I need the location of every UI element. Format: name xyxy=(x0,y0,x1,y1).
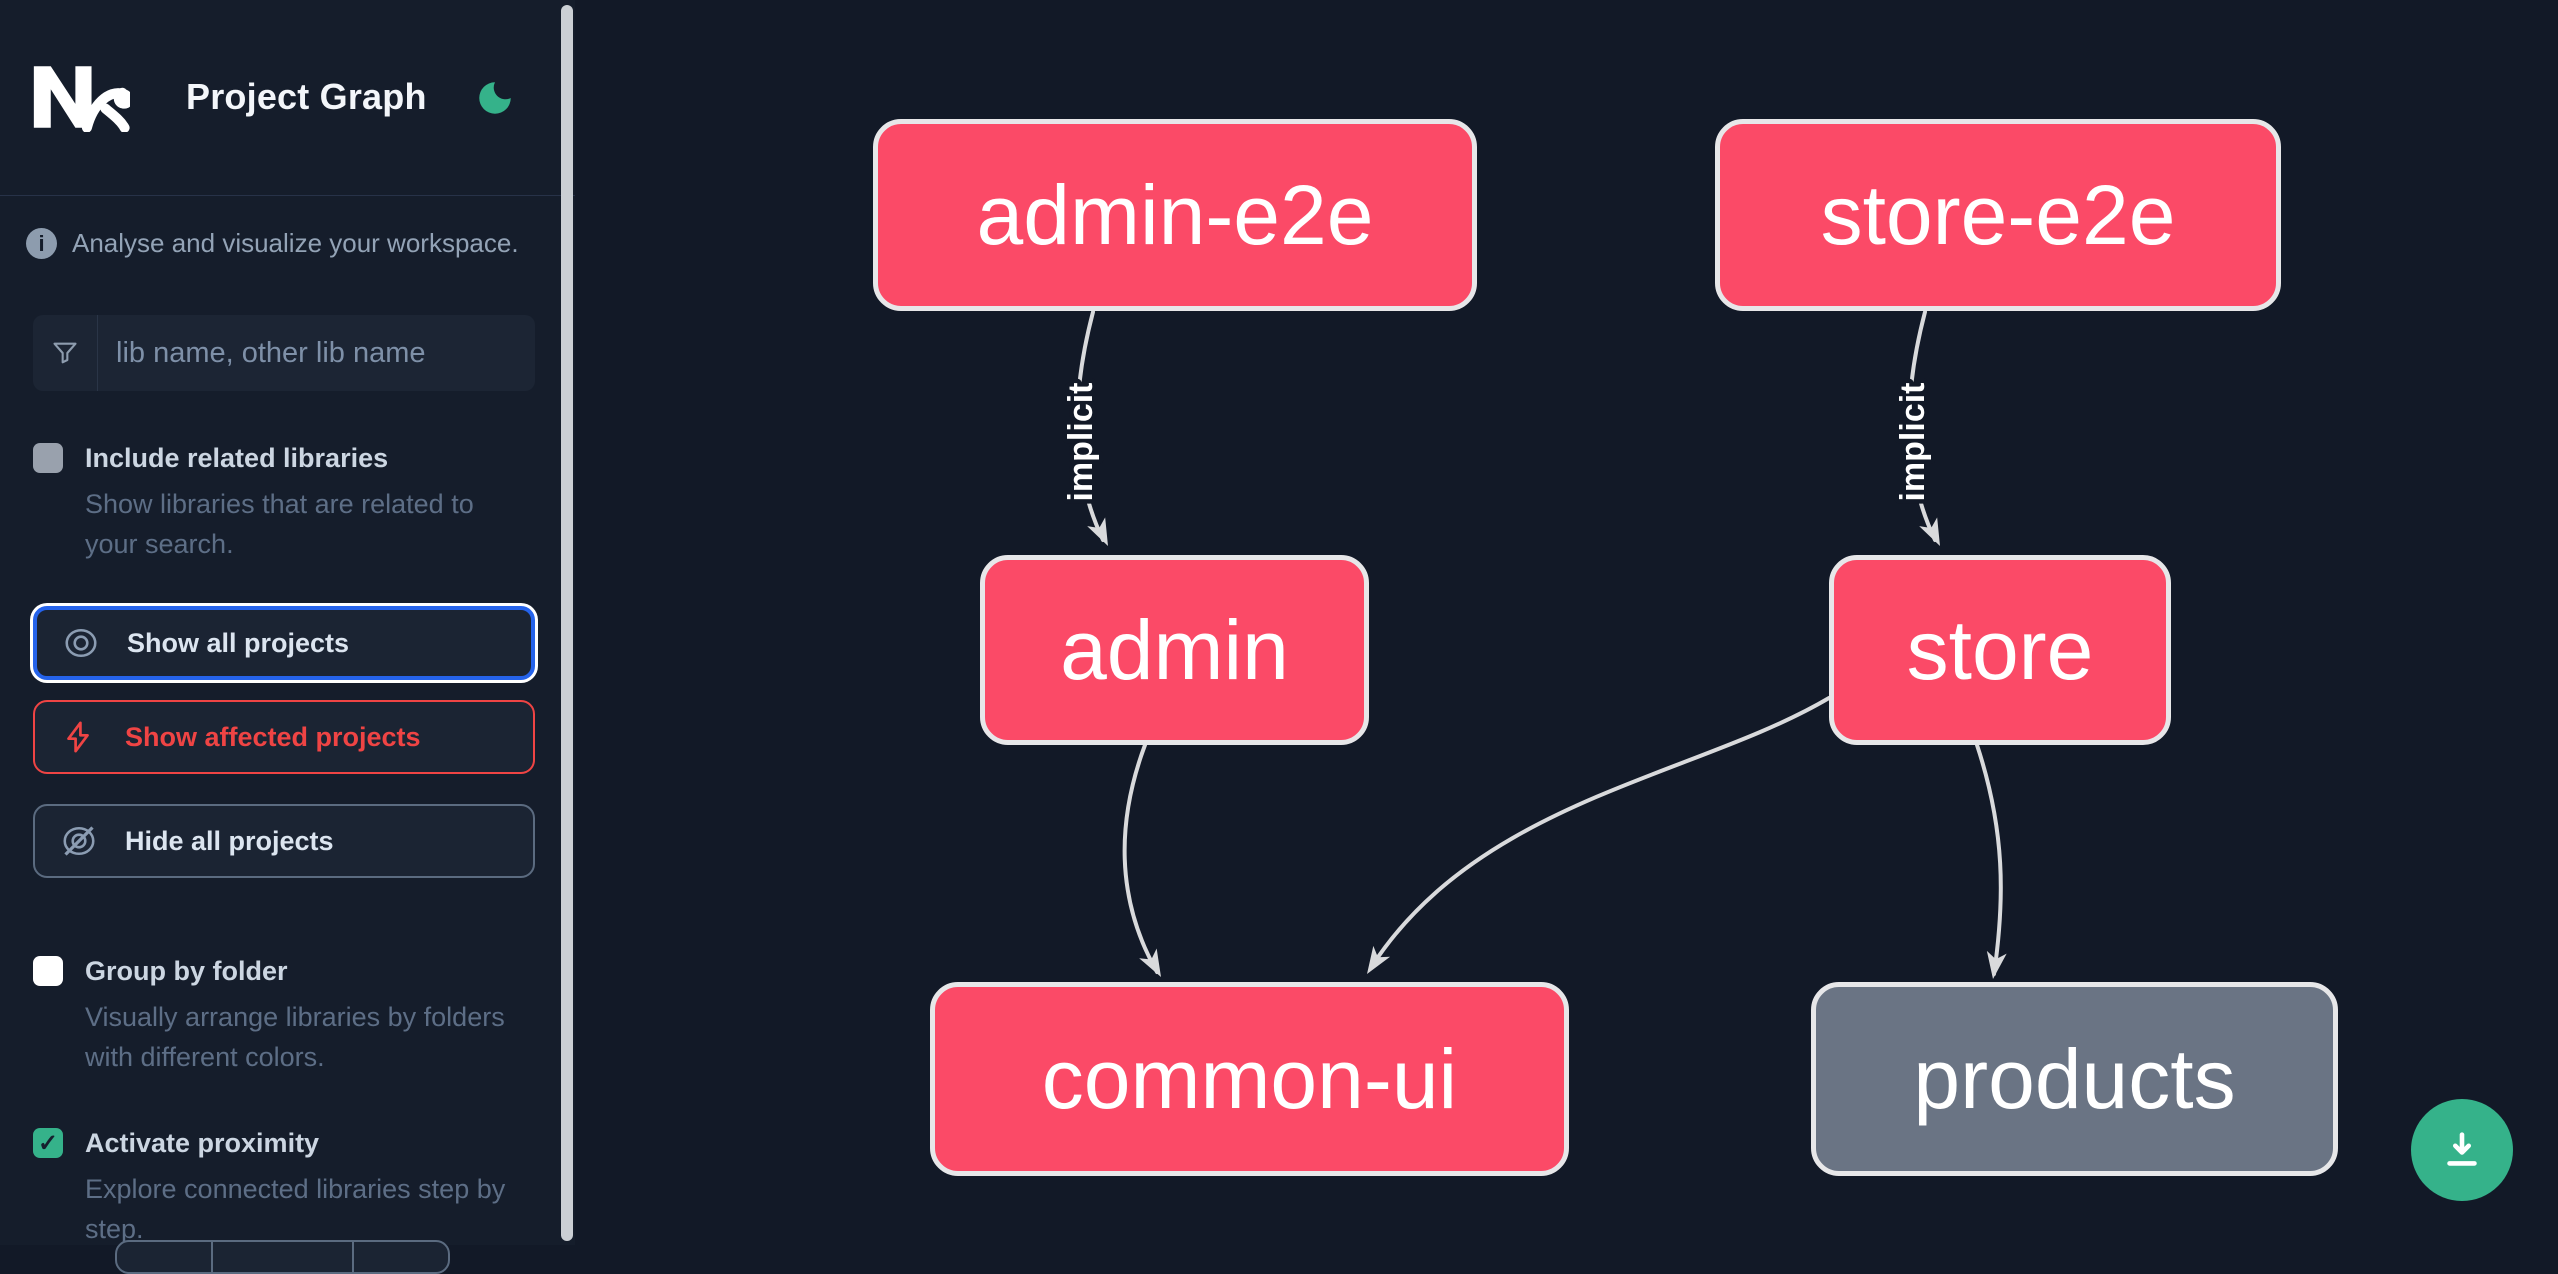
segment-option[interactable] xyxy=(211,1242,352,1272)
graph-edges: implicit implicit xyxy=(1058,310,2007,979)
checkbox-description: Visually arrange libraries by folders wi… xyxy=(85,1002,505,1072)
graph-canvas[interactable]: implicit implicit admin-e2e store-e2e admin… xyxy=(575,0,2558,1245)
graph-node-store[interactable]: store xyxy=(1829,555,2171,745)
checkbox-label: Activate proximity xyxy=(85,1128,320,1158)
include-related-libraries-row: Include related libraries Show libraries… xyxy=(33,441,543,564)
funnel-icon xyxy=(33,315,98,391)
group-by-folder-checkbox[interactable] xyxy=(33,956,63,986)
filter-box xyxy=(33,315,535,391)
graph-node-common-ui[interactable]: common-ui xyxy=(930,982,1569,1176)
edge-store-to-products xyxy=(1975,743,2003,976)
arrowhead-icon xyxy=(1986,950,2007,979)
download-icon xyxy=(2447,1132,2477,1166)
check-icon: ✓ xyxy=(37,1129,59,1157)
segment-option[interactable] xyxy=(352,1242,448,1272)
segment-option[interactable] xyxy=(117,1242,211,1272)
show-all-projects-button[interactable]: Show all projects xyxy=(33,606,535,680)
edge-label: implicit xyxy=(1894,382,1932,501)
activate-proximity-row: ✓ Activate proximity Explore connected l… xyxy=(33,1126,543,1249)
graph-node-admin[interactable]: admin xyxy=(980,555,1369,745)
tagline: Analyse and visualize your workspace. xyxy=(72,228,519,258)
sidebar-scrollbar-thumb[interactable] xyxy=(561,5,573,1241)
button-label: Hide all projects xyxy=(125,825,334,856)
lightning-icon xyxy=(61,719,97,755)
graph-node-products[interactable]: products xyxy=(1811,982,2338,1176)
activate-proximity-checkbox[interactable]: ✓ xyxy=(33,1128,63,1158)
checkbox-label: Include related libraries xyxy=(85,443,389,473)
filter-input[interactable] xyxy=(98,315,535,391)
arrowhead-icon xyxy=(1087,517,1108,546)
checkbox-label: Group by folder xyxy=(85,956,288,986)
edge-store-e2e-to-store xyxy=(1907,310,1937,542)
header-divider xyxy=(0,195,575,196)
nx-logo xyxy=(33,66,130,132)
moon-icon xyxy=(479,81,511,114)
sidebar: Project Graph i Analyse and visualize yo… xyxy=(0,0,575,1274)
edge-admin-to-common-ui xyxy=(1122,743,1159,974)
checkbox-description: Show libraries that are related to your … xyxy=(85,489,474,559)
edge-label: implicit xyxy=(1062,382,1100,501)
theme-toggle-button[interactable] xyxy=(472,76,518,122)
arrowhead-icon xyxy=(1919,517,1940,546)
show-affected-projects-button[interactable]: Show affected projects xyxy=(33,700,535,774)
info-row: i Analyse and visualize your workspace. xyxy=(26,228,546,259)
arrowhead-icon xyxy=(1367,945,1391,974)
edge-admin-e2e-to-admin xyxy=(1075,310,1105,542)
button-label: Show affected projects xyxy=(125,721,421,752)
arrowhead-icon xyxy=(1139,948,1161,977)
eye-off-icon xyxy=(61,823,97,859)
graph-node-store-e2e[interactable]: store-e2e xyxy=(1715,119,2281,311)
hide-all-projects-button[interactable]: Hide all projects xyxy=(33,804,535,878)
segmented-control-stub[interactable] xyxy=(115,1240,450,1274)
group-by-folder-row: Group by folder Visually arrange librari… xyxy=(33,954,543,1077)
button-label: Show all projects xyxy=(127,627,350,658)
edge-store-to-common-ui xyxy=(1370,696,1831,968)
info-icon: i xyxy=(26,228,57,259)
eye-icon xyxy=(63,625,99,661)
page-title: Project Graph xyxy=(186,76,427,117)
include-related-libraries-checkbox[interactable] xyxy=(33,443,63,473)
graph-node-admin-e2e[interactable]: admin-e2e xyxy=(873,119,1477,311)
download-image-button[interactable] xyxy=(2411,1099,2513,1201)
checkbox-description: Explore connected libraries step by step… xyxy=(85,1174,506,1244)
